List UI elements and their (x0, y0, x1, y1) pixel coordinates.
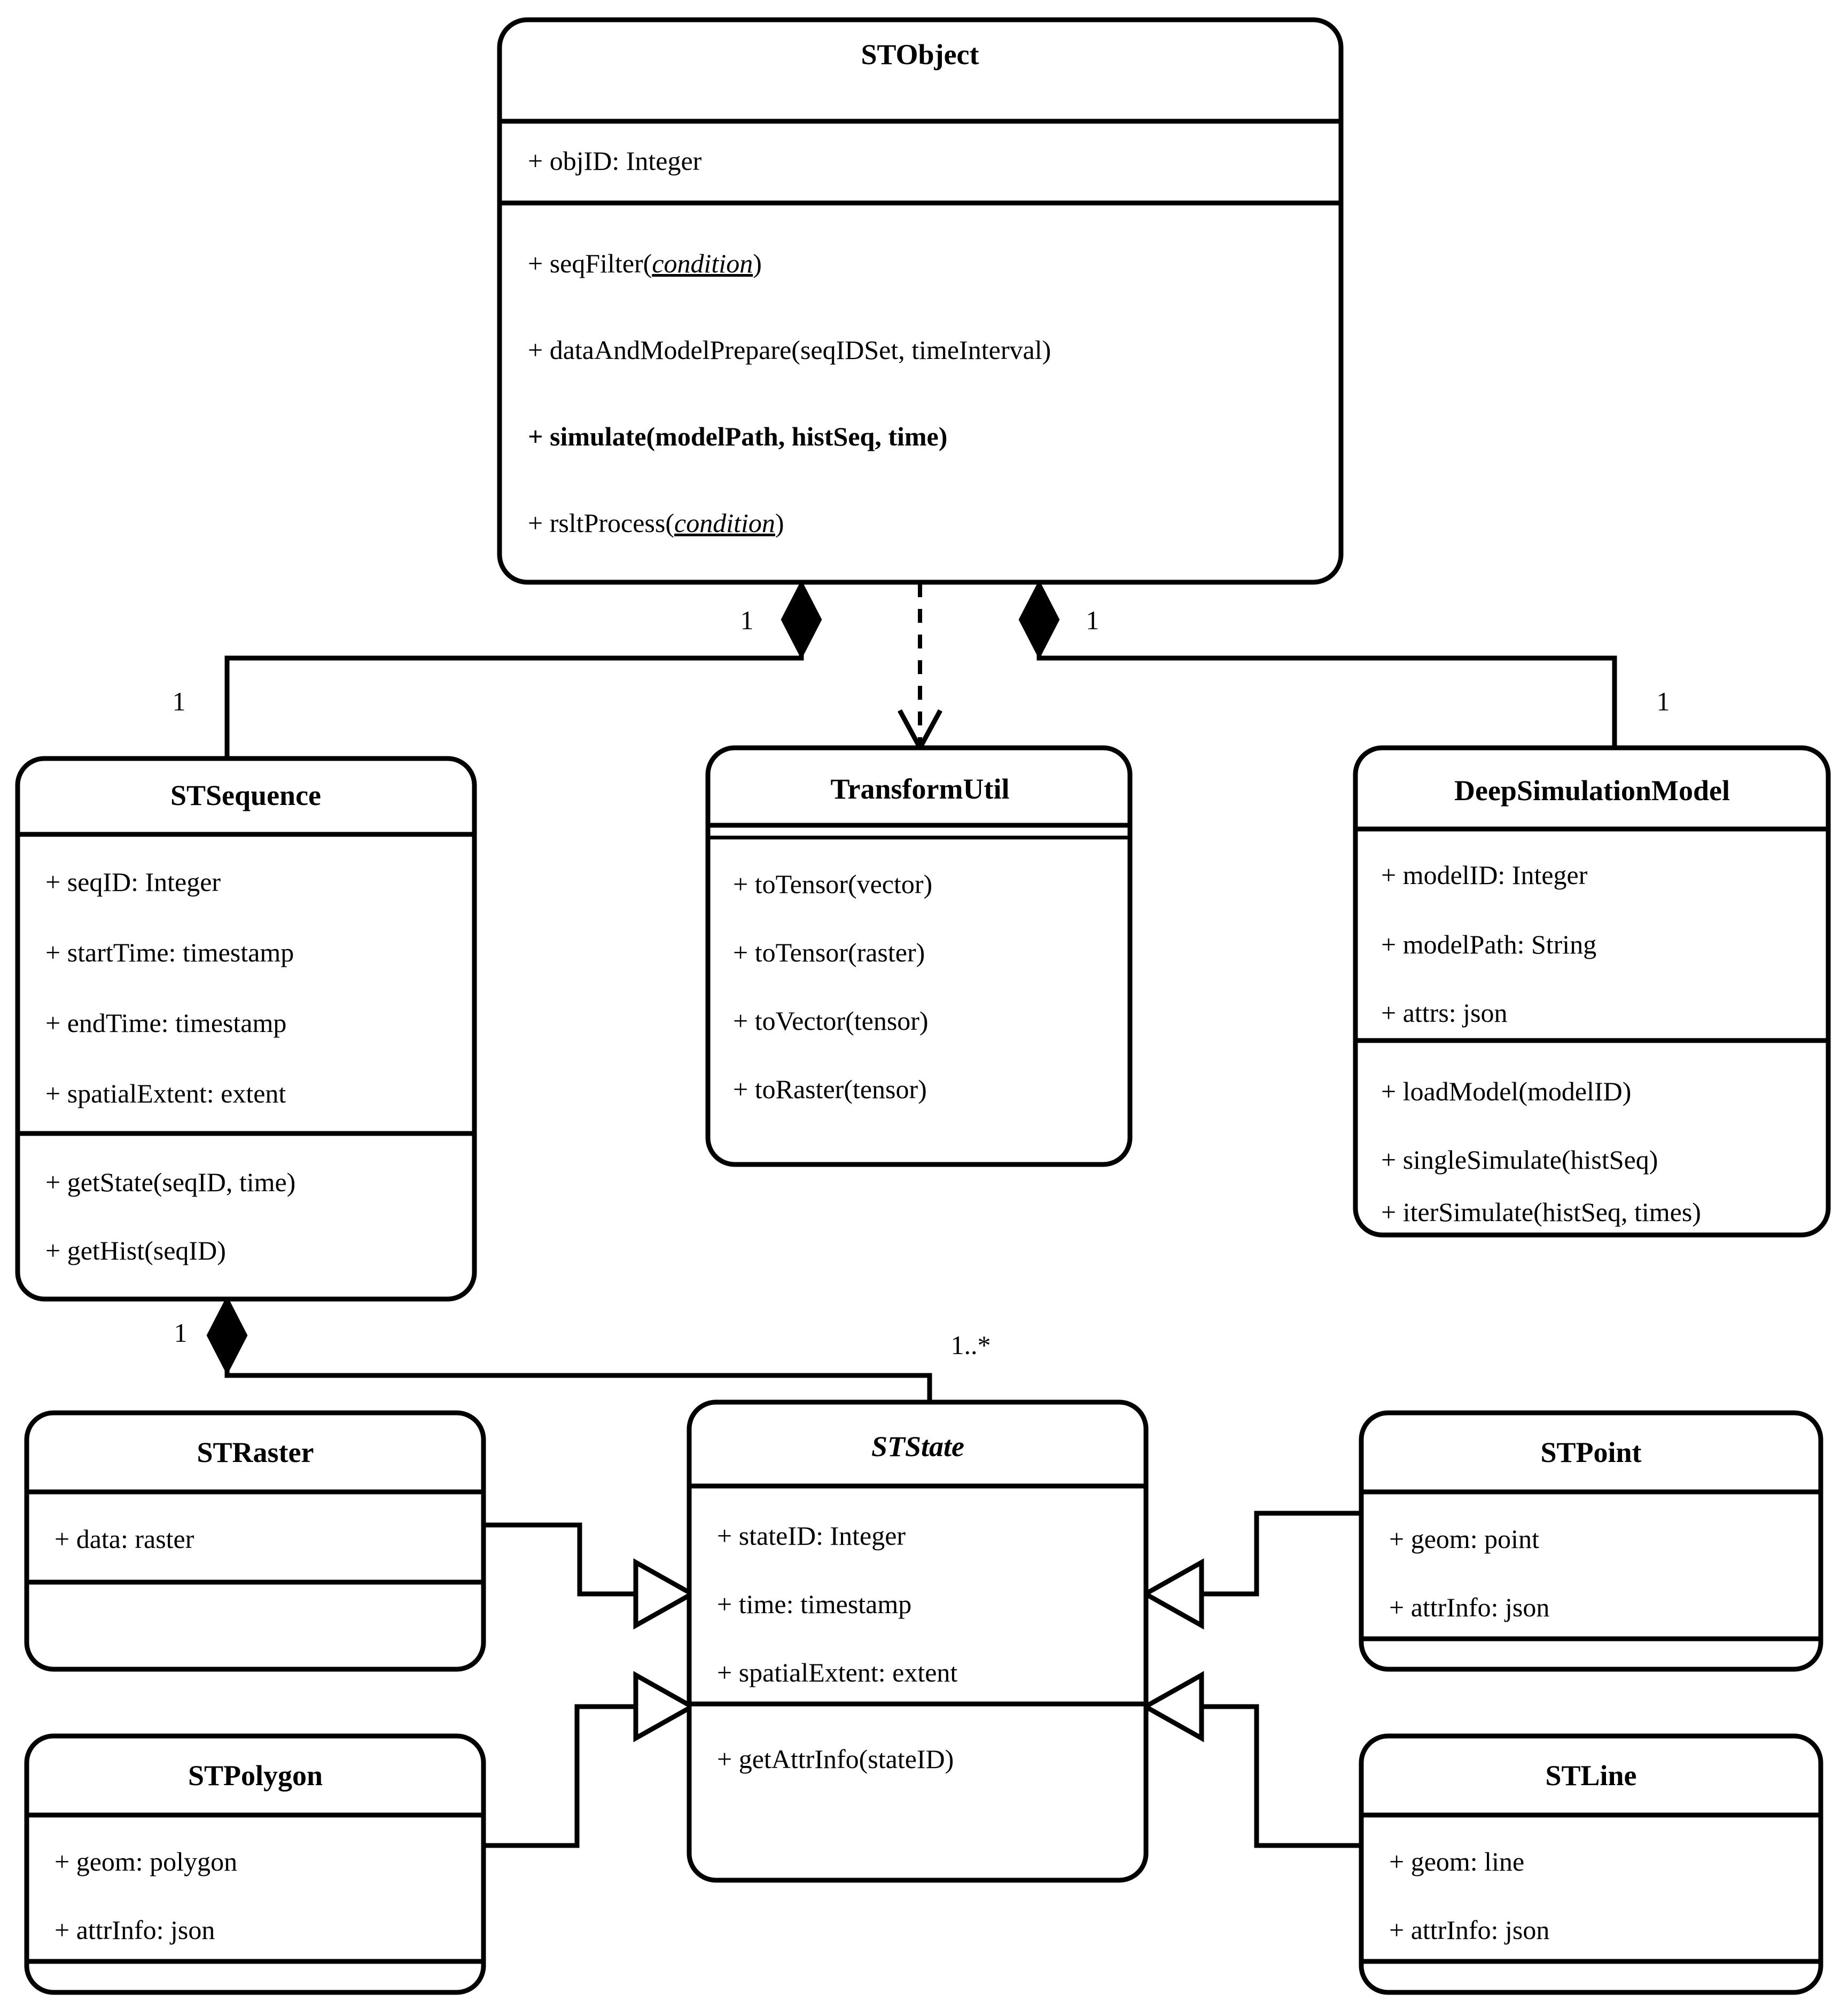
attribute-ststate-0: + stateID: Integer (717, 1521, 906, 1551)
attribute-stsequence-2: + endTime: timestamp (45, 1008, 286, 1038)
method-transformutil-1: + toTensor(raster) (733, 937, 925, 967)
class-box-ststate[interactable]: STState + stateID: Integer + time: times… (687, 1399, 1149, 1883)
connector-stpolygon-ststate (484, 1671, 697, 1848)
attribute-ststate-2: + spatialExtent: extent (717, 1657, 957, 1687)
multiplicity-stobject-stsequence: 1 (740, 605, 754, 635)
class-name-stobject: STObject (861, 38, 979, 71)
class-box-straster[interactable]: STRaster + data: raster (24, 1410, 486, 1672)
attribute-deepsimulationmodel-0: + modelID: Integer (1381, 860, 1588, 890)
class-box-stsequence[interactable]: STSequence + seqID: Integer + startTime:… (15, 756, 477, 1302)
method-transformutil-2: + toVector(tensor) (733, 1006, 929, 1036)
class-name-straster: STRaster (197, 1436, 314, 1468)
class-box-stpoint[interactable]: STPoint + geom: point + attrInfo: json (1359, 1410, 1823, 1672)
connector-stline-ststate (1140, 1671, 1363, 1848)
class-name-ststate: STState (871, 1430, 964, 1463)
attribute-stpoint-0: + geom: point (1389, 1524, 1539, 1554)
method-stobject-1: + dataAndModelPrepare(seqIDSet, timeInte… (528, 335, 1051, 365)
method-deepsimulationmodel-0: + loadModel(modelID) (1381, 1076, 1631, 1106)
attribute-straster-0: + data: raster (54, 1524, 194, 1554)
class-box-stobject[interactable]: STObject + objID: Integer + seqFilter(co… (497, 17, 1344, 585)
method-deepsimulationmodel-1: + singleSimulate(histSeq) (1381, 1145, 1658, 1175)
connector-straster-ststate (484, 1522, 697, 1630)
class-box-stpolygon[interactable]: STPolygon + geom: polygon + attrInfo: js… (24, 1733, 486, 1995)
connector-stsequence-ststate (206, 1295, 932, 1402)
attribute-deepsimulationmodel-2: + attrs: json (1381, 998, 1508, 1028)
attribute-stline-1: + attrInfo: json (1389, 1915, 1549, 1945)
class-name-deepsimulationmodel: DeepSimulationModel (1454, 775, 1730, 807)
connector-stobject-deepsimulationmodel (1018, 580, 1617, 748)
attribute-stsequence-0: + seqID: Integer (45, 867, 221, 897)
class-box-stline[interactable]: STLine + geom: line + attrInfo: json (1359, 1733, 1823, 1995)
multiplicity-stsequence-end: 1 (173, 686, 186, 716)
attribute-ststate-1: + time: timestamp (717, 1589, 911, 1619)
multiplicity-stobject-deepsimulationmodel: 1 (1086, 605, 1100, 635)
class-name-transformutil: TransformUtil (831, 773, 1010, 805)
attribute-stline-0: + geom: line (1389, 1847, 1524, 1876)
method-transformutil-0: + toTensor(vector) (733, 869, 932, 899)
connector-stobject-transformutil (898, 583, 942, 753)
class-name-stline: STLine (1545, 1759, 1636, 1792)
attribute-stpoint-1: + attrInfo: json (1389, 1592, 1549, 1622)
connector-stpoint-ststate (1140, 1511, 1363, 1630)
method-stobject-0: + seqFilter(condition) (528, 248, 762, 278)
method-stobject-2: + simulate(modelPath, histSeq, time) (528, 421, 947, 451)
class-name-stpoint: STPoint (1540, 1436, 1641, 1468)
method-transformutil-3: + toRaster(tensor) (733, 1074, 927, 1104)
attribute-stsequence-1: + startTime: timestamp (45, 937, 294, 967)
method-ststate-0: + getAttrInfo(stateID) (717, 1744, 954, 1774)
attribute-stpolygon-0: + geom: polygon (54, 1847, 237, 1876)
attribute-stobject-0: + objID: Integer (528, 146, 702, 176)
class-name-stsequence: STSequence (170, 779, 321, 811)
multiplicity-ststate-target: 1..* (951, 1330, 991, 1360)
attribute-stsequence-3: + spatialExtent: extent (45, 1078, 286, 1108)
multiplicity-stsequence-source: 1 (174, 1318, 188, 1348)
multiplicity-deepsimulationmodel-end: 1 (1657, 686, 1670, 716)
class-box-deepsimulationmodel[interactable]: DeepSimulationModel + modelID: Integer +… (1353, 745, 1831, 1238)
method-deepsimulationmodel-2: + iterSimulate(histSeq, times) (1381, 1197, 1701, 1227)
class-name-stpolygon: STPolygon (188, 1759, 323, 1792)
method-stsequence-1: + getHist(seqID) (45, 1235, 226, 1265)
method-stobject-3: + rsltProcess(condition) (528, 508, 784, 538)
method-stsequence-0: + getState(seqID, time) (45, 1167, 295, 1197)
attribute-deepsimulationmodel-1: + modelPath: String (1381, 929, 1596, 959)
connector-stobject-stsequence (224, 580, 822, 758)
attribute-stpolygon-1: + attrInfo: json (54, 1915, 215, 1945)
class-box-transformutil[interactable]: TransformUtil + toTensor(vector) + toTen… (705, 745, 1133, 1167)
